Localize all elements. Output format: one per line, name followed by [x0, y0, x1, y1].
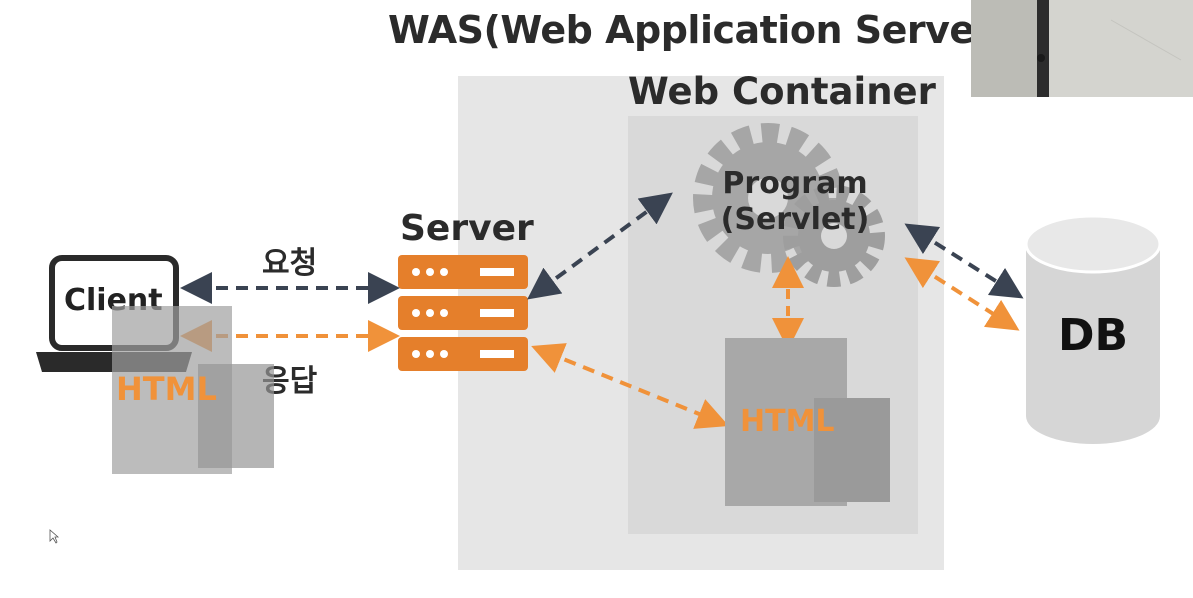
db-label: DB: [1057, 310, 1129, 361]
small-gear-icon: [783, 185, 885, 287]
webcam-overlay: [971, 0, 1193, 97]
database-icon: [1024, 214, 1162, 444]
request-label: 요청: [262, 246, 318, 281]
servlet-db-arrow-dark: [904, 223, 1024, 299]
server-servlet-arrow: [527, 192, 673, 300]
servlet-db-arrow-orange: [904, 257, 1020, 331]
client-html-label: HTML: [116, 370, 217, 408]
server-html-arrow: [531, 343, 729, 429]
program-label: Program (Servlet): [700, 166, 890, 238]
program-line1: Program: [722, 166, 868, 201]
container-html-document-back: [814, 398, 890, 502]
container-html-label: HTML: [740, 404, 835, 439]
server-label: Server: [400, 208, 534, 249]
server-stack-icon: [398, 255, 528, 371]
program-line2: (Servlet): [720, 202, 870, 237]
webcam-image: [971, 0, 1193, 97]
client-html-document-back: [198, 364, 274, 468]
web-container-label: Web Container: [628, 70, 936, 113]
page-title: WAS(Web Application Server: [388, 8, 993, 52]
